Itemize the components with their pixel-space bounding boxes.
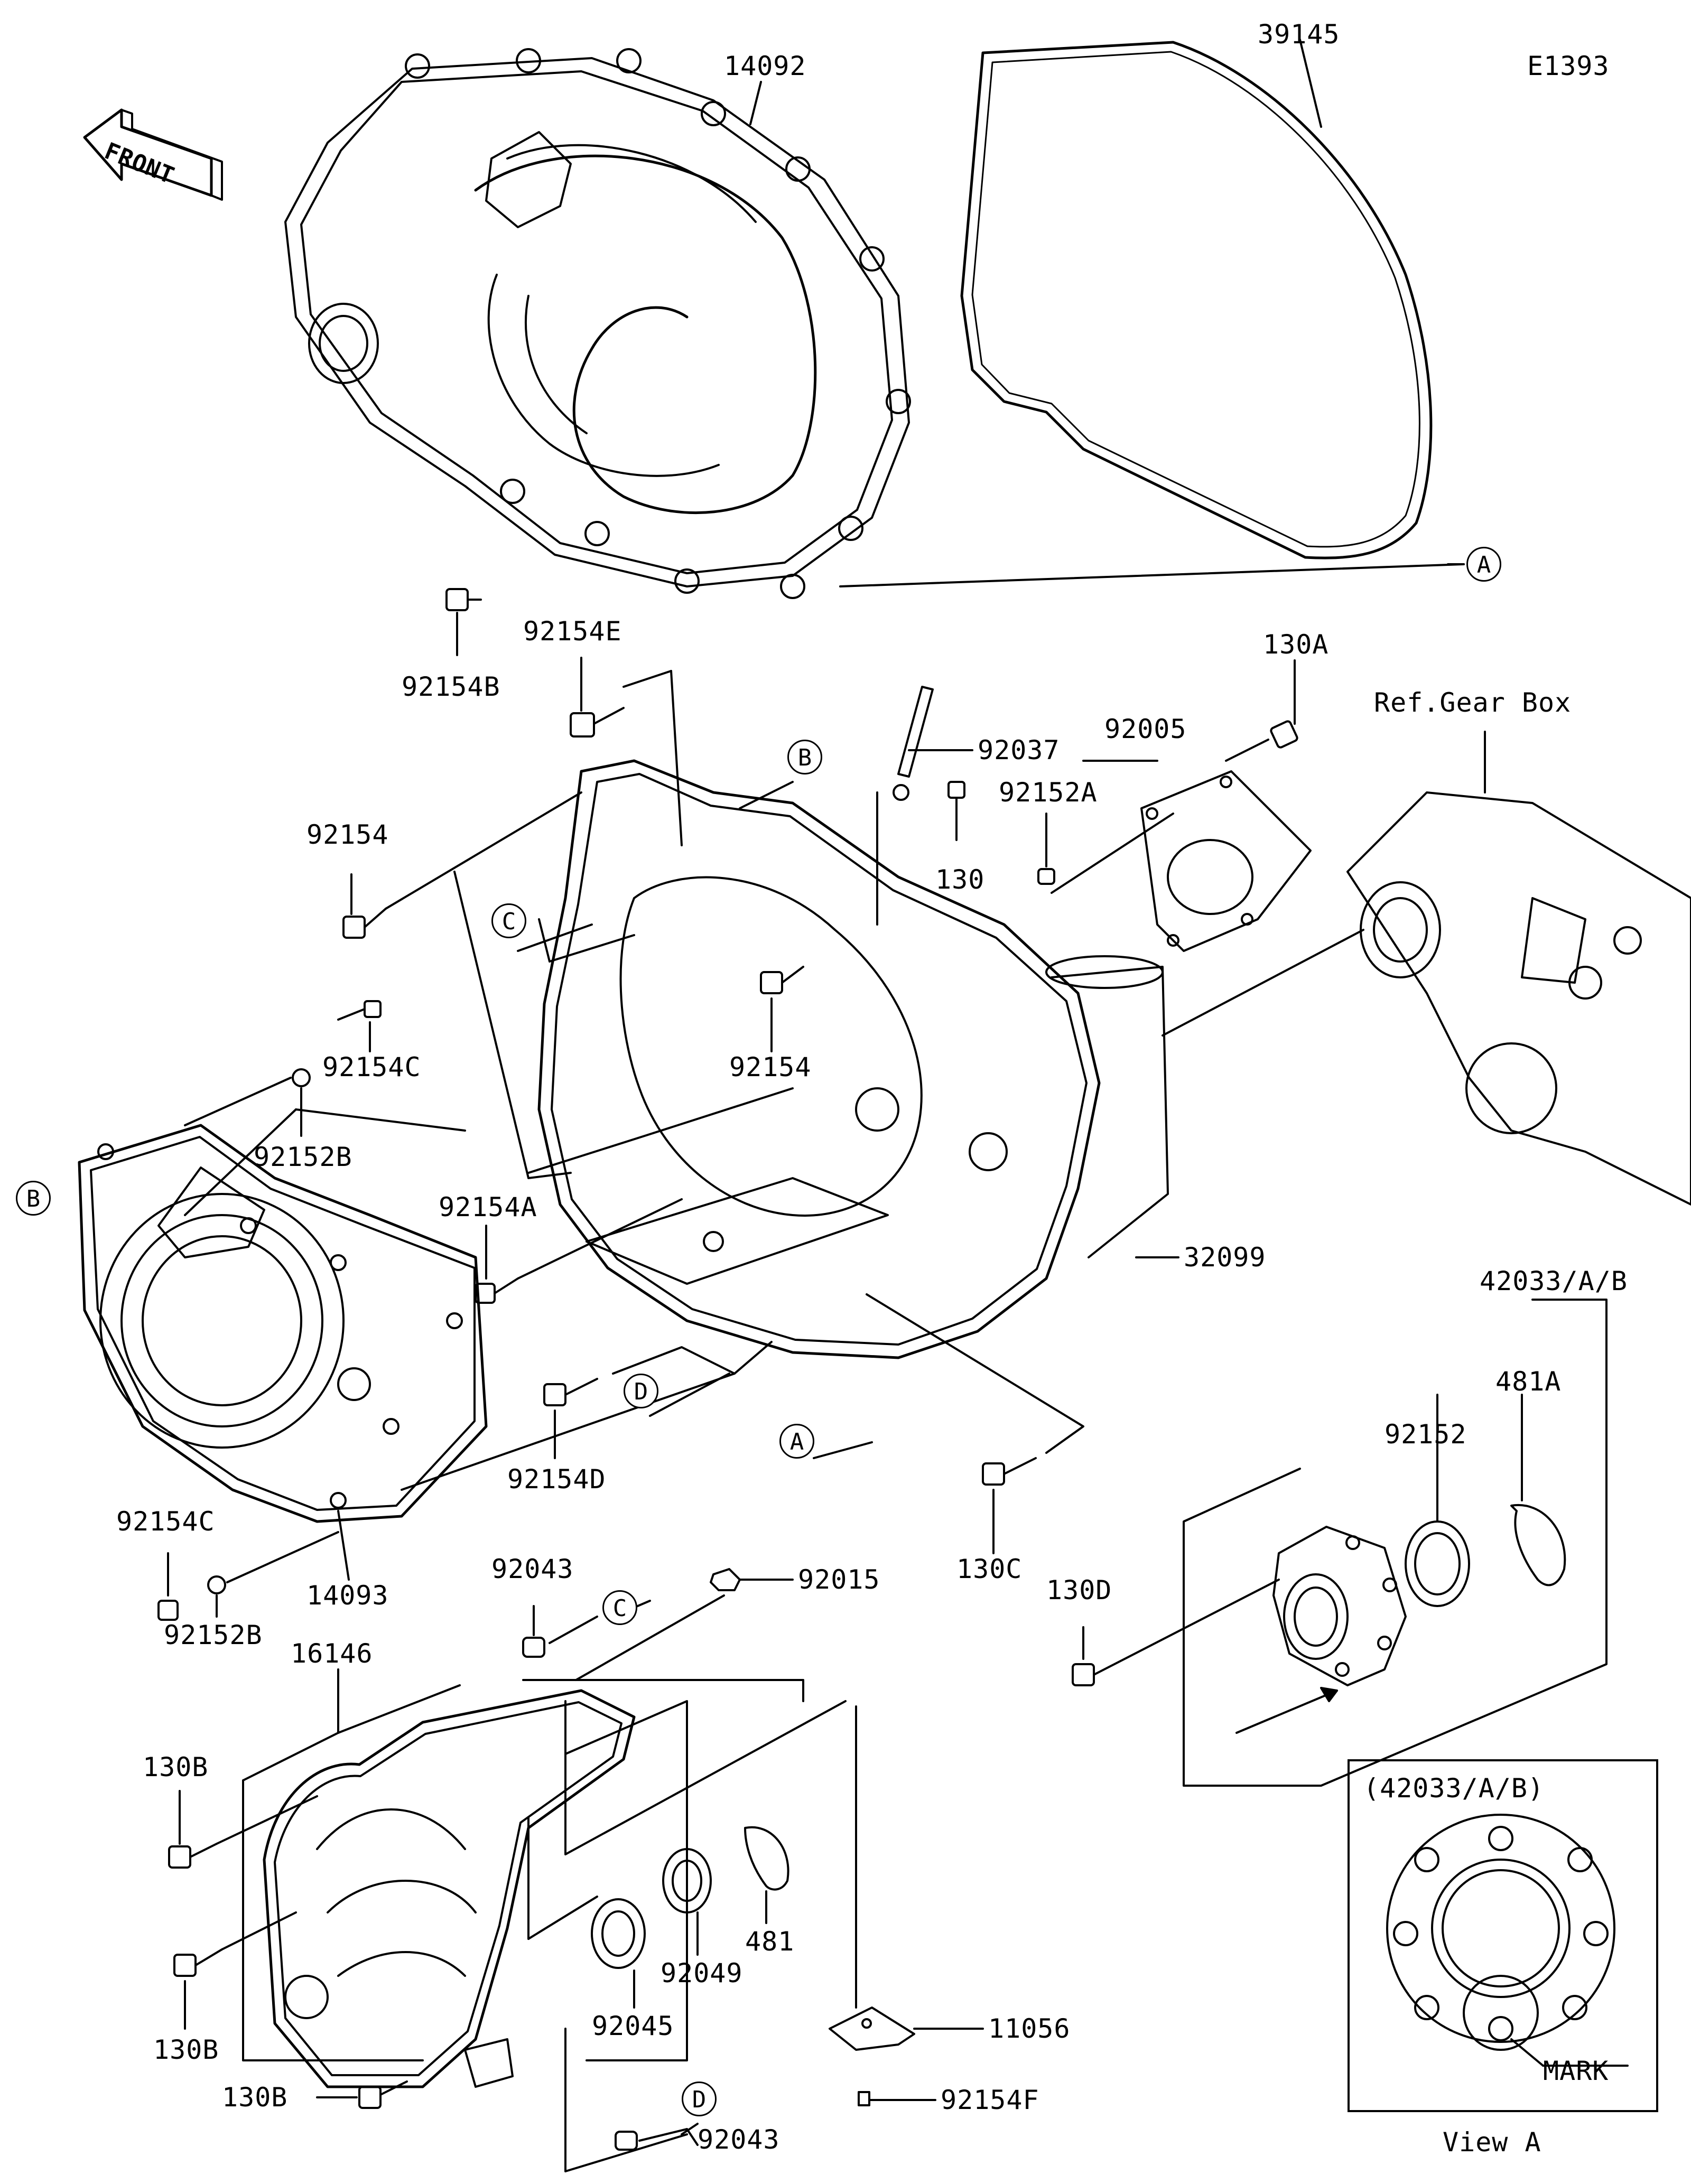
seal-92049 bbox=[662, 1848, 712, 1914]
bolt-92154-a bbox=[342, 791, 582, 939]
part-label: 130A bbox=[1263, 629, 1329, 660]
screw-92154F bbox=[858, 2091, 936, 2106]
part-label: 92154F bbox=[941, 2085, 1039, 2115]
part-label: 92045 bbox=[592, 2011, 674, 2041]
bolt-130A bbox=[1225, 659, 1298, 762]
bolt-130D bbox=[1072, 1579, 1280, 1686]
washer-92152A bbox=[1037, 868, 1055, 885]
part-label: 92152B bbox=[164, 1620, 263, 1650]
part-label: 130 bbox=[935, 864, 985, 895]
part-label: 92154C bbox=[116, 1506, 215, 1537]
part-label: 481A bbox=[1495, 1366, 1562, 1397]
part-label: 92154D bbox=[507, 1464, 606, 1495]
callout-c: C bbox=[491, 903, 526, 938]
dipstick-92037 bbox=[876, 686, 973, 926]
part-label: 32099 bbox=[1184, 1242, 1266, 1273]
seal-92045 bbox=[591, 1898, 646, 1969]
bushing-92043-b bbox=[615, 2131, 638, 2151]
callout-a: A bbox=[779, 1424, 814, 1459]
bolt-92154B bbox=[445, 588, 482, 656]
part-label: 92154E bbox=[523, 616, 622, 647]
bolt-130 bbox=[947, 781, 965, 841]
mark-label: MARK bbox=[1543, 2056, 1609, 2086]
callout-c: C bbox=[602, 1590, 637, 1625]
circlip-481A bbox=[1510, 1504, 1566, 1586]
part-label: 92152B bbox=[254, 1142, 352, 1172]
part-label: 92152 bbox=[1385, 1419, 1467, 1450]
bolt-92154-b bbox=[760, 966, 804, 1052]
circlip-481 bbox=[744, 1826, 789, 1891]
part-label: 92037 bbox=[978, 735, 1060, 766]
ref-note: Ref.Gear Box bbox=[1374, 687, 1572, 718]
part-label: 92152A bbox=[999, 777, 1098, 808]
clutch-cover-14092 bbox=[284, 48, 911, 599]
part-label: 481 bbox=[745, 1926, 795, 1957]
bolt-92154C-a bbox=[337, 1000, 382, 1052]
washer-92152B-b bbox=[207, 1575, 226, 1594]
bolt-92154C-b bbox=[157, 1552, 179, 1621]
callout-a: A bbox=[1466, 547, 1501, 582]
part-label: 92015 bbox=[798, 1564, 880, 1595]
part-label: 11056 bbox=[988, 2013, 1071, 2044]
part-label: 39145 bbox=[1258, 19, 1340, 50]
bolt-92154D bbox=[543, 1346, 736, 1459]
part-label: 92154A bbox=[439, 1192, 537, 1222]
view-caption: View A bbox=[1443, 2127, 1541, 2158]
part-label: 130B bbox=[153, 2034, 219, 2065]
front-arrow-icon bbox=[83, 108, 223, 201]
bolt-130B-b bbox=[173, 1911, 297, 2030]
part-label: 14093 bbox=[306, 1580, 389, 1611]
part-label: 92154C bbox=[322, 1052, 421, 1082]
view-a-detail bbox=[1386, 1814, 1629, 2067]
part-label: 92043 bbox=[491, 1554, 574, 1584]
callout-d: D bbox=[682, 2082, 717, 2116]
bushing-92043-a bbox=[522, 1637, 545, 1658]
part-label: 130B bbox=[143, 1752, 209, 1782]
part-label: 92154B bbox=[402, 671, 500, 702]
part-label: 92154 bbox=[306, 819, 389, 850]
part-label: 130C bbox=[956, 1554, 1023, 1584]
bracket-11056 bbox=[829, 1705, 984, 2051]
bolt-92154A bbox=[475, 1198, 683, 1304]
bolt-130B-a bbox=[168, 1790, 318, 1869]
bolt-92154E bbox=[570, 657, 683, 846]
callout-d: D bbox=[624, 1374, 658, 1408]
gear-box-ref bbox=[1346, 791, 1691, 1206]
part-label: 130D bbox=[1046, 1575, 1112, 1606]
gasket-39145 bbox=[960, 41, 1433, 559]
part-label: 92049 bbox=[661, 1958, 743, 1989]
bolt-130B-c bbox=[316, 2080, 408, 2109]
part-label: 130B bbox=[222, 2082, 288, 2113]
seal-92152 bbox=[1405, 1520, 1470, 1607]
callout-b: B bbox=[16, 1181, 51, 1216]
part-label: 42033/A/B bbox=[1480, 1266, 1628, 1296]
bolt-130C bbox=[866, 1293, 1084, 1554]
inner-cover-32099 bbox=[537, 759, 1169, 1359]
cover-14093 bbox=[78, 1124, 488, 1523]
cover-16146 bbox=[263, 1689, 636, 2088]
nut-92015 bbox=[710, 1568, 741, 1591]
part-label: 16146 bbox=[291, 1638, 373, 1669]
gasket-92005 bbox=[1140, 770, 1312, 952]
part-label: 14092 bbox=[724, 51, 806, 81]
part-label: 92043 bbox=[698, 2124, 780, 2155]
view-title: (42033/A/B) bbox=[1363, 1773, 1545, 1804]
diagram-code: E1393 bbox=[1527, 51, 1610, 81]
washer-92152B-a bbox=[292, 1068, 311, 1087]
part-label: 92005 bbox=[1104, 714, 1187, 744]
part-label: 92154 bbox=[729, 1052, 812, 1082]
callout-b: B bbox=[787, 740, 822, 774]
hub-42033 bbox=[1272, 1526, 1407, 1686]
view-a-frame bbox=[1348, 1759, 1658, 2112]
